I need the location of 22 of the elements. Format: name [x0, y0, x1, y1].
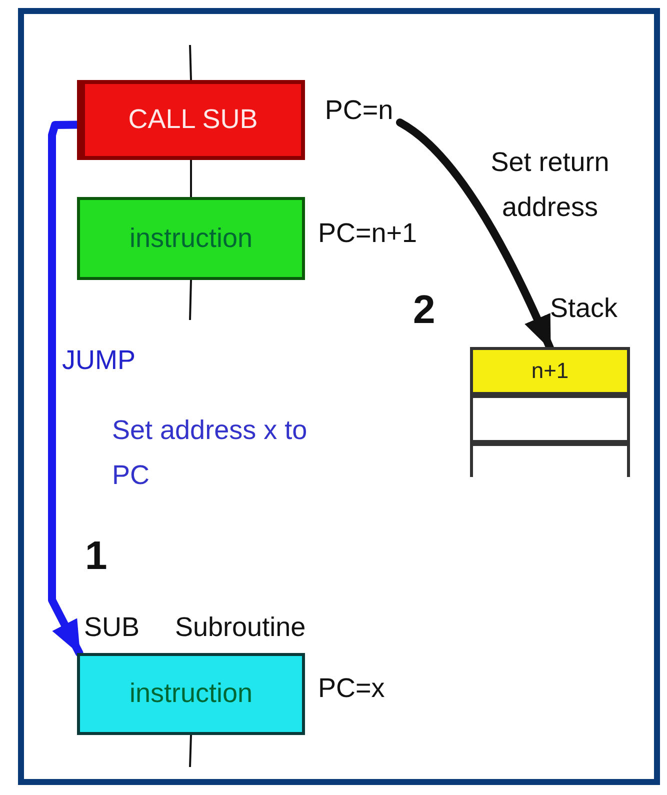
- step-number: 2: [413, 287, 436, 333]
- connector-line: [189, 44, 192, 80]
- subroutine-heading: Subroutine: [175, 612, 306, 644]
- arrow: [48, 120, 84, 657]
- connector-line: [189, 280, 192, 320]
- step-number: 1: [85, 533, 108, 579]
- stack-cell: [470, 443, 630, 477]
- annotation-text: Set return address: [490, 146, 610, 224]
- process-box: instruction: [77, 197, 305, 280]
- jump-label: JUMP: [62, 345, 136, 376]
- pc-value: PC=n: [318, 88, 400, 134]
- process-box: instruction: [77, 653, 305, 735]
- annotation-text: Set address x to PC: [112, 414, 308, 492]
- connector-line: [190, 160, 192, 197]
- pc-value: PC=n+1: [318, 218, 418, 250]
- sub-label: SUB: [84, 612, 140, 644]
- pc-value: PC=x: [318, 673, 385, 704]
- stack-cell: n+1: [470, 347, 630, 395]
- stack-heading: Stack: [550, 293, 618, 324]
- stack-cell: [470, 395, 630, 443]
- connector-line: [189, 734, 192, 768]
- process-box: CALL SUB: [77, 80, 305, 160]
